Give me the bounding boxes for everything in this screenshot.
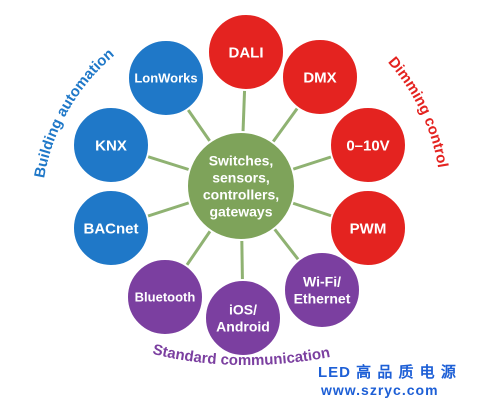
node-bacnet: BACnet: [72, 189, 150, 267]
node-circle-ios-android: [204, 279, 282, 357]
node-lonworks: LonWorks: [127, 39, 205, 117]
node-circle-dali: [207, 13, 285, 91]
node-knx: KNX: [72, 106, 150, 184]
node-label-wifi-ethernet: Wi-Fi/: [303, 273, 341, 289]
node-label-pwm: PWM: [350, 220, 387, 237]
node-ios-android: iOS/Android: [204, 279, 282, 357]
node-dali: DALI: [207, 13, 285, 91]
center-circle: [186, 131, 296, 241]
center-label-line: sensors,: [212, 169, 270, 185]
node-label-bacnet: BACnet: [84, 220, 139, 237]
node-label-dali: DALI: [229, 44, 264, 61]
node-label-knx: KNX: [95, 137, 127, 154]
node-label-bluetooth: Bluetooth: [135, 290, 196, 305]
watermark-url: www.szryc.com: [321, 382, 439, 398]
node-circle-pwm: [329, 189, 407, 267]
center-label-line: Switches,: [209, 152, 274, 168]
node-label-wifi-ethernet: Ethernet: [294, 290, 351, 306]
node-bluetooth: Bluetooth: [126, 258, 204, 336]
center-label-line: controllers,: [203, 186, 279, 202]
node-label-dmx: DMX: [303, 69, 336, 86]
node-circle-bacnet: [72, 189, 150, 267]
node-label-ios-android: iOS/: [229, 301, 257, 317]
node-circle-0-10v: [329, 106, 407, 184]
watermark-title: LED 高 品 质 电 源: [318, 364, 457, 381]
node-circle-lonworks: [127, 39, 205, 117]
node-dmx: DMX: [281, 38, 359, 116]
node-circle-knx: [72, 106, 150, 184]
node-pwm: PWM: [329, 189, 407, 267]
node-wifi-ethernet: Wi-Fi/Ethernet: [283, 251, 361, 329]
protocol-nodes: DALIDMX0–10VPWMWi-Fi/EthernetiOS/Android…: [72, 13, 407, 357]
node-label-lonworks: LonWorks: [134, 71, 197, 86]
center-node: Switches,sensors,controllers,gateways: [186, 131, 296, 241]
node-0-10v: 0–10V: [329, 106, 407, 184]
node-circle-bluetooth: [126, 258, 204, 336]
node-circle-wifi-ethernet: [283, 251, 361, 329]
node-label-0-10v: 0–10V: [346, 137, 389, 154]
node-circle-dmx: [281, 38, 359, 116]
node-label-ios-android: Android: [216, 318, 270, 334]
center-label-line: gateways: [209, 203, 272, 219]
